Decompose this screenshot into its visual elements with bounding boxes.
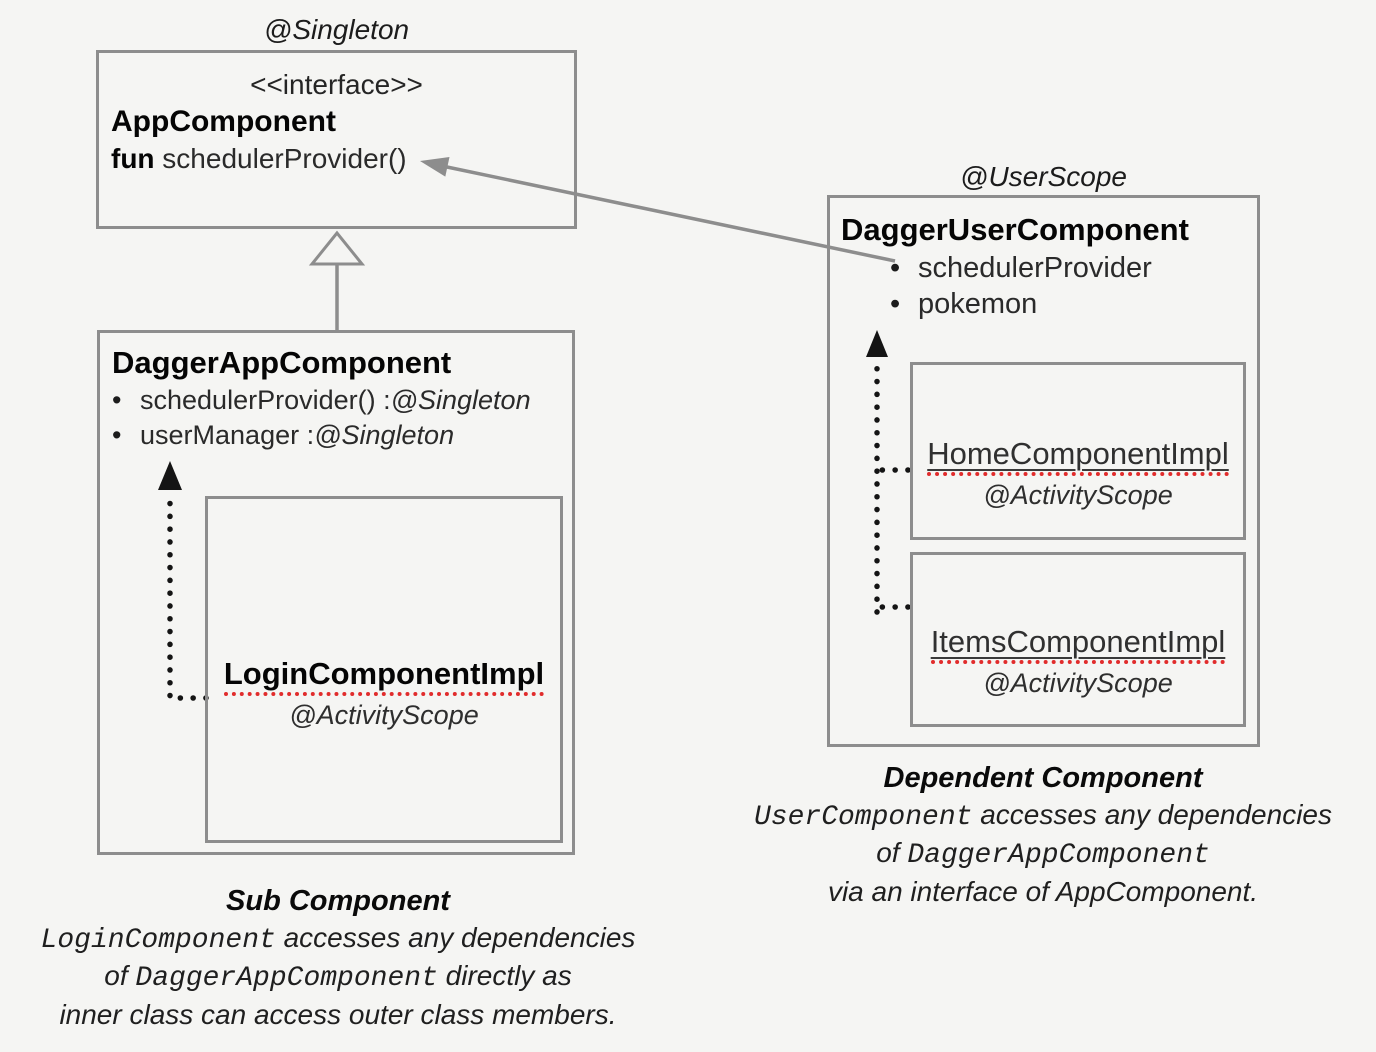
bullet-icon: • — [112, 420, 122, 450]
method-signature: schedulerProvider() — [154, 143, 407, 174]
items-activity-scope-label: @ActivityScope — [983, 668, 1173, 698]
dagger-user-component-box: DaggerUserComponent • schedulerProvider •… — [827, 195, 1260, 747]
caption-code: UserComponent — [753, 801, 973, 833]
sub-component-caption-line: LoginComponent accesses any dependencies — [8, 920, 668, 959]
dagger-app-component-name: DaggerAppComponent — [112, 345, 452, 380]
items-component-box: ItemsComponentImpl @ActivityScope — [910, 552, 1246, 727]
dependent-component-caption-line: UserComponent accesses any dependencies — [713, 797, 1373, 836]
userscope-label: @UserScope — [960, 161, 1127, 192]
caption-code: LoginComponent — [40, 924, 276, 956]
bullet-text: schedulerProvider — [918, 252, 1152, 284]
sub-component-caption-title: Sub Component — [226, 885, 450, 917]
caption-text: directly as — [437, 960, 572, 991]
bullet-scope: @Singleton — [314, 420, 455, 450]
bullet-item: • userManager : @Singleton — [112, 418, 531, 453]
bullet-icon: • — [890, 288, 901, 320]
bullet-text: schedulerProvider() : — [140, 385, 391, 415]
dependent-component-caption-line: via an interface of AppComponent. — [827, 875, 1259, 907]
login-component-box: LoginComponentImpl @ActivityScope — [205, 496, 563, 843]
bullet-icon: • — [890, 252, 901, 284]
caption-text: accesses any dependencies — [972, 798, 1332, 830]
bullet-icon: • — [112, 385, 122, 415]
interface-stereotype: <<interface>> — [250, 69, 423, 100]
bullet-item: • pokemon — [890, 286, 1152, 322]
app-component-box: <<interface>> AppComponent fun scheduler… — [96, 50, 577, 229]
caption-text: of — [876, 837, 908, 868]
dependent-component-caption-title: Dependent Component — [883, 762, 1203, 794]
home-component-box: HomeComponentImpl @ActivityScope — [910, 362, 1246, 540]
dagger-user-component-name: DaggerUserComponent — [841, 212, 1189, 247]
app-component-name: AppComponent — [111, 105, 336, 138]
bullet-scope: @Singleton — [390, 385, 531, 415]
items-component-name: ItemsComponentImpl — [930, 625, 1226, 664]
sub-component-caption-line: of DaggerAppComponent directly as — [8, 958, 668, 997]
home-component-name: HomeComponentImpl — [927, 437, 1229, 476]
scheduler-provider-method: fun schedulerProvider() — [111, 143, 407, 175]
login-activity-scope-label: @ActivityScope — [289, 700, 479, 730]
dagger-app-component-box: DaggerAppComponent • schedulerProvider() … — [97, 330, 575, 855]
bullet-item: • schedulerProvider — [890, 250, 1152, 286]
inheritance-triangle-icon — [308, 230, 366, 266]
bullet-text: userManager : — [140, 420, 315, 450]
dagger-user-bullet-list: • schedulerProvider • pokemon — [890, 250, 1152, 322]
home-activity-scope-label: @ActivityScope — [983, 480, 1173, 510]
sub-component-caption: Sub Component LoginComponent accesses an… — [8, 884, 668, 1032]
bullet-text: pokemon — [918, 288, 1038, 320]
singleton-scope-label: @Singleton — [263, 14, 410, 45]
sub-component-caption-line: inner class can access outer class membe… — [59, 998, 617, 1030]
dagger-app-bullet-list: • schedulerProvider() : @Singleton • userM… — [112, 383, 531, 453]
dependent-component-caption-line: of DaggerAppComponent — [713, 835, 1373, 874]
caption-code: DaggerAppComponent — [135, 963, 438, 994]
bullet-item: • schedulerProvider() : @Singleton — [112, 383, 531, 418]
fun-keyword: fun — [111, 143, 155, 174]
inheritance-connector — [308, 230, 366, 331]
caption-text: accesses any dependencies — [275, 921, 636, 953]
login-component-name: LoginComponentImpl — [223, 657, 545, 696]
caption-text: of — [104, 960, 136, 991]
caption-code: DaggerAppComponent — [907, 840, 1210, 871]
dependent-component-caption: Dependent Component UserComponent access… — [713, 761, 1373, 909]
